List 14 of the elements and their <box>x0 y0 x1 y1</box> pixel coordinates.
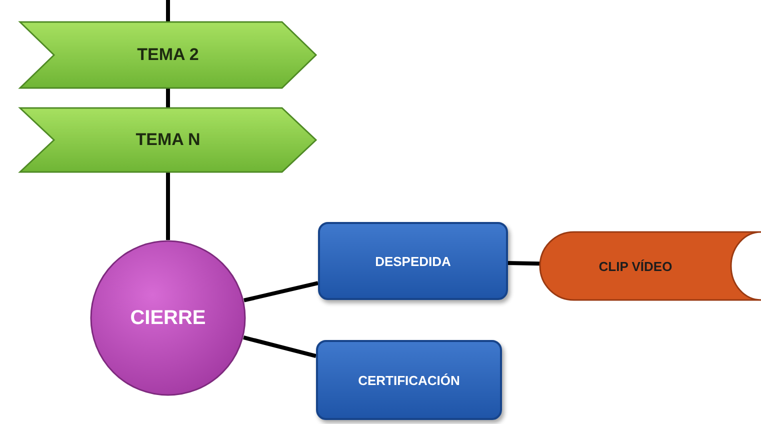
process-box <box>318 222 508 300</box>
node-label: CLIP VÍDEO <box>598 258 674 274</box>
connector-line <box>166 172 170 240</box>
process-box <box>316 340 502 420</box>
connector-line <box>244 281 318 302</box>
connector-line <box>243 336 316 358</box>
node-label: CIERRE <box>130 306 206 330</box>
connector-line <box>166 88 170 108</box>
node-label: CERTIFICACIÓN <box>358 372 460 388</box>
connector-line <box>166 0 170 22</box>
node-label: DESPEDIDA <box>375 254 451 268</box>
node-label: TEMA 2 <box>137 45 199 65</box>
node-label: TEMA N <box>136 130 200 150</box>
connector-line <box>508 261 540 266</box>
